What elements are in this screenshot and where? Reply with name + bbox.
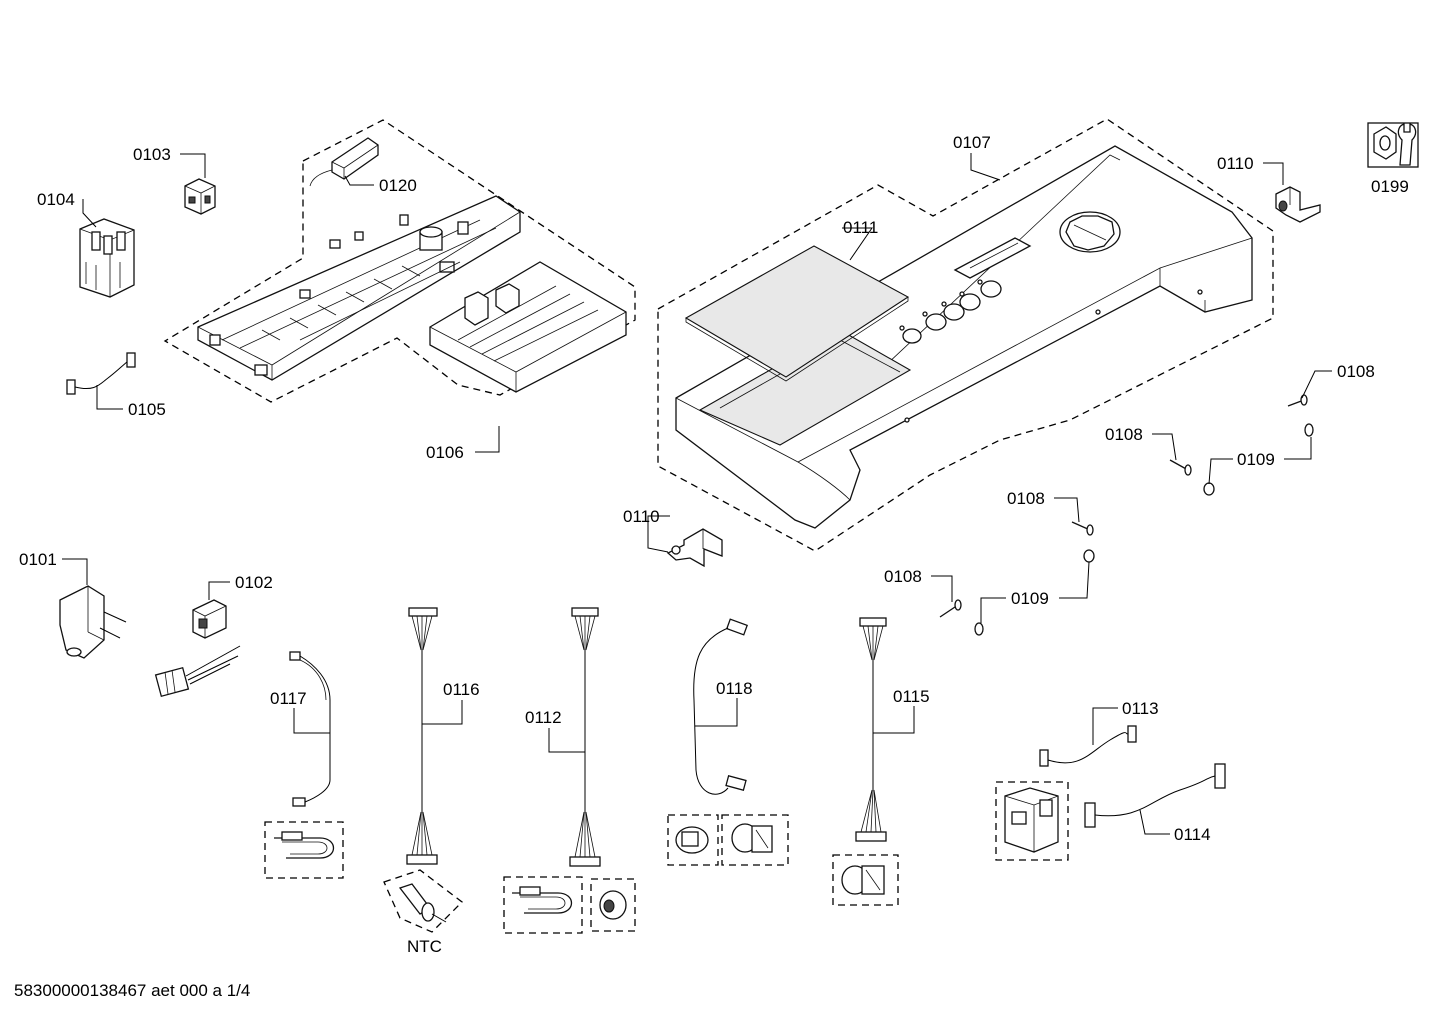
- label-0108-a: 0108: [1337, 362, 1375, 381]
- label-0102: 0102: [235, 573, 273, 592]
- label-0101: 0101: [19, 550, 57, 569]
- detail-box-0118-b: [721, 814, 789, 866]
- label-0108-d: 0108: [884, 567, 922, 586]
- label-0115: 0115: [893, 687, 930, 706]
- leader-lines: [62, 153, 1332, 835]
- label-0109-b: 0109: [1011, 589, 1049, 608]
- label-0108-c: 0108: [1007, 489, 1045, 508]
- label-0112: 0112: [525, 708, 562, 727]
- label-0117: 0117: [270, 689, 307, 708]
- part-0113-cable: [1039, 725, 1137, 767]
- part-0118-wire-harness: [667, 618, 789, 866]
- label-0118: 0118: [716, 679, 753, 698]
- part-0108-screw-c: [1071, 521, 1094, 536]
- label-ntc: NTC: [407, 937, 442, 956]
- label-0108-b: 0108: [1105, 425, 1143, 444]
- group-boundary-control-panel: [657, 118, 1274, 552]
- part-0111-cover-plate: [684, 245, 910, 382]
- label-0110-top: 0110: [1217, 154, 1254, 173]
- wrench-nut-icon: [1367, 122, 1419, 168]
- label-0120: 0120: [379, 176, 417, 195]
- part-0107-control-panel: [675, 145, 1253, 529]
- part-0112-wire-harness: [503, 607, 636, 934]
- part-0108-screw-b: [1169, 459, 1192, 476]
- part-0106-electronic-module: [197, 195, 521, 381]
- detail-box-0115: [832, 854, 899, 906]
- part-0108-screw-d: [939, 599, 962, 618]
- group-boundary-electronics: [163, 119, 636, 403]
- detail-box-0112-heater: [503, 876, 583, 934]
- part-0101-mains-cable: [59, 585, 241, 845]
- label-0105: 0105: [128, 400, 166, 419]
- part-0114-door-lock: [995, 781, 1069, 861]
- part-0108-screw-a: [1287, 394, 1308, 407]
- label-0113: 0113: [1122, 699, 1159, 718]
- part-0109-washer-d: [974, 622, 984, 636]
- part-0109-washer-c: [1083, 549, 1095, 563]
- button-ring: [902, 328, 922, 344]
- part-0104-interference-filter: [79, 218, 135, 298]
- part-0109-washer-b: [1203, 482, 1215, 496]
- detail-box-0117: [264, 821, 344, 879]
- part-0103-connector-block: [184, 178, 216, 215]
- part-0120-module: [309, 137, 379, 187]
- part-0117-cable: [264, 651, 344, 879]
- label-0107: 0107: [953, 133, 991, 152]
- document-reference-footer: 58300000138467 aet 000 a 1/4: [14, 981, 251, 1000]
- part-0102-cable-clamp: [192, 599, 227, 639]
- label-0104: 0104: [37, 190, 75, 209]
- label-0110-bottom: 0110: [623, 507, 660, 526]
- part-0115-wire-harness: [832, 617, 899, 906]
- part-0109-washer-a: [1304, 423, 1314, 437]
- detail-box-ntc: [383, 869, 463, 933]
- label-0116: 0116: [443, 680, 480, 699]
- part-0116-wire-harness: [383, 607, 463, 933]
- detail-box-0114: [995, 781, 1069, 861]
- part-0110-hinge-top: [1275, 186, 1321, 223]
- label-0111: 0111: [843, 218, 878, 237]
- label-0103: 0103: [133, 145, 171, 164]
- part-0105-cable: [66, 352, 136, 395]
- label-0199: 0199: [1371, 177, 1409, 196]
- part-0106-housing-tray: [429, 261, 627, 393]
- label-0109-a: 0109: [1237, 450, 1275, 469]
- part-0110-hinge-bottom: [666, 528, 723, 568]
- part-0114-cable: [1084, 763, 1226, 828]
- detail-box-0118-a: [667, 814, 719, 866]
- label-0114: 0114: [1174, 825, 1211, 844]
- label-0106: 0106: [426, 443, 464, 462]
